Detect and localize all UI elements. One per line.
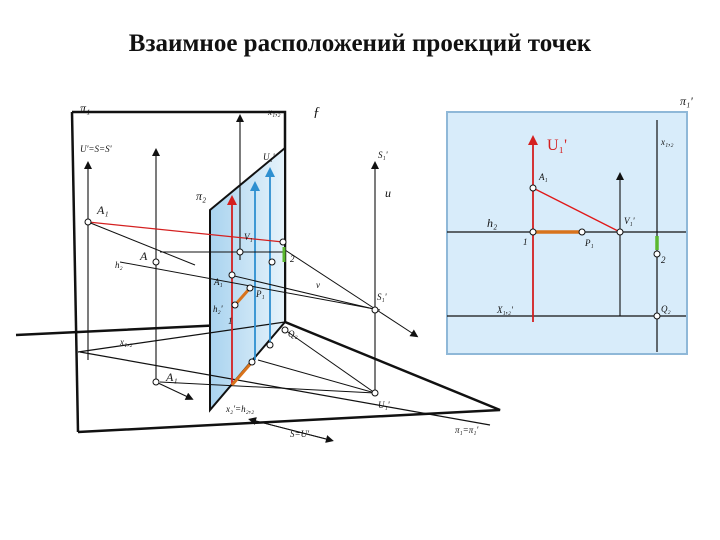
x-axis bbox=[77, 321, 286, 353]
page-title: Взаимное расположений проекций точек bbox=[128, 30, 592, 57]
label-x12b: x₁,₂ bbox=[119, 337, 133, 347]
label-pi-eq: π₁=π₁' bbox=[455, 425, 479, 435]
label-two: 2 bbox=[290, 254, 295, 264]
label-v1: V₁ bbox=[244, 232, 253, 242]
panel-label-two: 2 bbox=[661, 255, 666, 265]
horizontal-plane bbox=[15, 320, 501, 434]
label-s-u: S=U' bbox=[290, 429, 310, 439]
plane-edge-left bbox=[70, 111, 80, 433]
label-pi2: π₂ bbox=[196, 189, 206, 203]
panel-label-x12b: X₁,₂' bbox=[496, 305, 514, 315]
label-a1b: A₁ bbox=[213, 277, 223, 287]
label-v: v bbox=[316, 280, 320, 290]
orange-segment-2 bbox=[233, 287, 252, 306]
projection-panel: π₁' x₁,₂ U₁' A₁ h₂ 1 P₁ V₁' 2 X₁,₂' Q₂ bbox=[446, 94, 693, 355]
label-u1: U₁' bbox=[263, 152, 276, 162]
panel-label-p1: P₁ bbox=[584, 238, 594, 248]
label-u: u bbox=[385, 186, 391, 200]
label-u1b: U₁' bbox=[378, 400, 391, 410]
label-q2: Q₂ bbox=[288, 329, 298, 339]
panel-label-q2: Q₂ bbox=[661, 304, 671, 314]
label-f: ƒ bbox=[313, 105, 320, 120]
panel-label-one: 1 bbox=[523, 237, 528, 247]
label-a1c: A₁ bbox=[165, 370, 178, 384]
label-p1: P₁ bbox=[255, 289, 265, 299]
label-a: A bbox=[139, 249, 148, 263]
label-s1: S₁' bbox=[378, 150, 389, 160]
label-a1: A₁ bbox=[96, 203, 109, 217]
label-u-s: U'=S=S' bbox=[80, 144, 113, 154]
scene-3d: π₁ U'=S=S' x₁,₂ ƒ π₂ A₁ A h₂ V₁ A₁ U₁' S… bbox=[15, 101, 501, 443]
panel-label-v1: V₁' bbox=[624, 216, 636, 226]
panel-label-x12: x₁,₂ bbox=[660, 137, 674, 147]
orange-segment-1 bbox=[230, 361, 254, 386]
label-x12: x₁,₂ bbox=[267, 107, 281, 117]
label-s1b: S₁' bbox=[377, 292, 388, 302]
panel-label-u1: U₁' bbox=[547, 137, 567, 154]
panel-label-pi1: π₁' bbox=[680, 94, 693, 108]
label-x2h: x₂'=h₂,₂ bbox=[225, 404, 254, 414]
label-one: 1 bbox=[228, 316, 233, 326]
label-h2: h₂ bbox=[115, 260, 123, 270]
panel-label-h2: h₂ bbox=[487, 216, 497, 230]
label-h2b: h₂' bbox=[213, 304, 224, 314]
label-pi1: π₁ bbox=[80, 101, 90, 115]
panel-label-a1: A₁ bbox=[538, 172, 548, 182]
